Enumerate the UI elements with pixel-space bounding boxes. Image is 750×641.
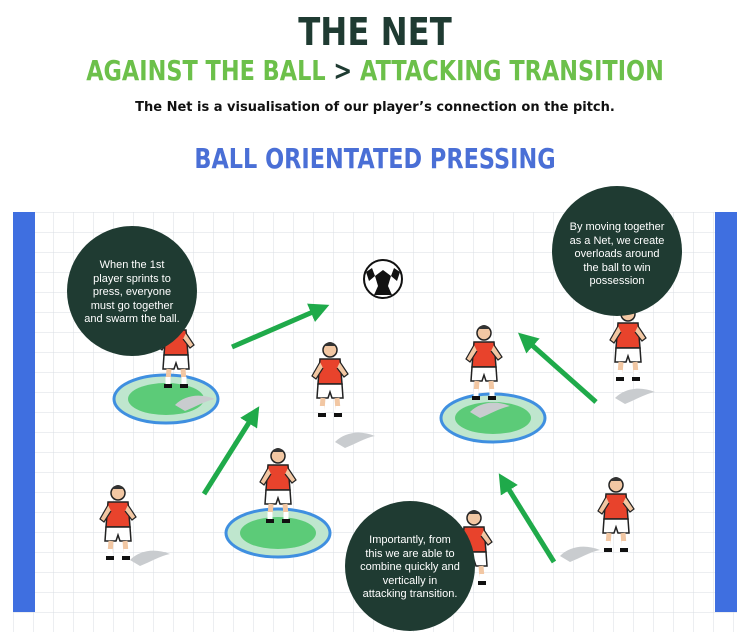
left-goal [13, 212, 35, 612]
page-subtitle: AGAINST THE BALL > ATTACKING TRANSITION [75, 54, 675, 87]
callout-press-text: When the 1st player sprints to press, ev… [84, 259, 180, 325]
callout-bubble-transition [345, 501, 475, 631]
callout-bubble-press [67, 226, 197, 356]
subtitle-against-the-ball: AGAINST THE BALL [86, 54, 326, 87]
page-title: THE NET [298, 10, 452, 54]
pressing-zone-3 [224, 507, 332, 559]
section-title: BALL ORIENTATED PRESSING [194, 142, 556, 175]
right-goal [715, 212, 737, 612]
description: The Net is a visualisation of our player… [135, 100, 615, 115]
arrow [231, 303, 330, 350]
arrow [498, 473, 557, 564]
arrow [201, 406, 260, 496]
pressing-zone-2 [439, 392, 547, 444]
callout-bubble-net [552, 186, 682, 316]
callout-transition-text: Importantly, from this we are able to co… [360, 534, 460, 600]
subtitle-attacking-transition: ATTACKING TRANSITION [360, 54, 664, 87]
arrow [518, 332, 598, 404]
football [363, 259, 403, 299]
callout-net-text: By moving together as a Net, we create o… [569, 221, 665, 287]
subtitle-separator: > [333, 54, 353, 87]
